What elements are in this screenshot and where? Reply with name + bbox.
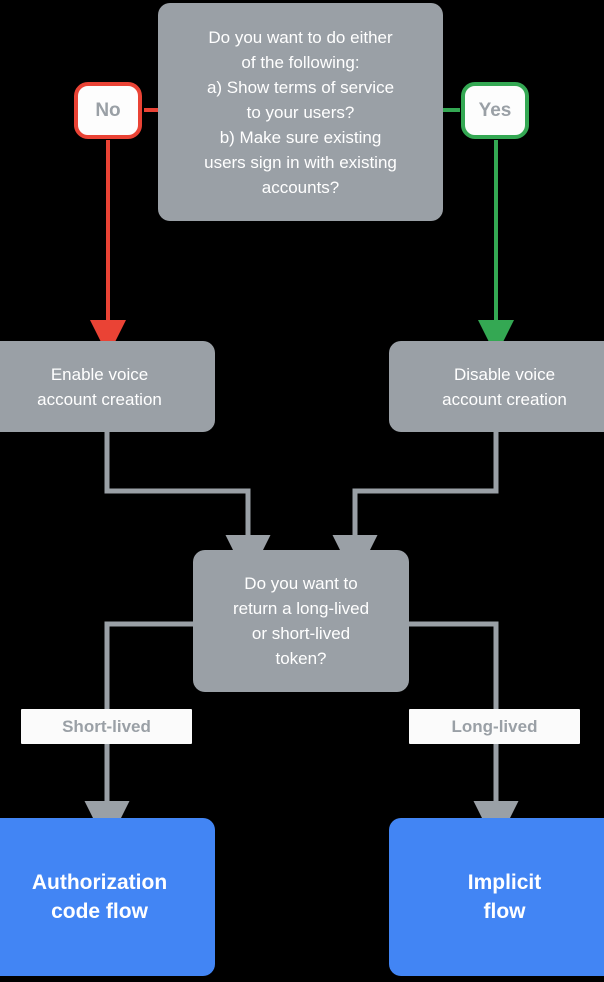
edge-label-short-lived-text: Short-lived <box>62 716 151 736</box>
decision-tos-line-5: b) Make sure existing <box>219 127 382 147</box>
connector-disable-to-token <box>332 432 499 580</box>
edge-label-long-lived: Long-lived <box>409 709 580 744</box>
decision-tos-line-7: accounts? <box>261 177 340 197</box>
terminal-implicit-line-2: flow <box>483 900 526 923</box>
action-enable-line-1: Enable voice <box>50 364 149 384</box>
terminal-auth-code-line-1: Authorization <box>31 871 168 894</box>
terminal-implicit-flow-box[interactable]: Implicit flow <box>389 818 604 976</box>
decision-token-line-4: token? <box>275 649 327 668</box>
action-disable-line-2: account creation <box>442 389 567 409</box>
connector-enable-to-token <box>104 432 271 580</box>
decision-tos-line-2: of the following: <box>241 52 360 72</box>
decision-token-line-1: Do you want to <box>244 574 358 593</box>
decision-token-line-3: or short-lived <box>251 624 351 643</box>
badge-yes-label: Yes <box>478 99 512 121</box>
decision-terms-of-service-box[interactable]: Do you want to do either of the followin… <box>158 3 443 221</box>
decision-tos-line-4: to your users? <box>246 102 355 122</box>
badge-no-label: No <box>95 99 121 121</box>
decision-token-line-2: return a long-lived <box>232 599 370 618</box>
decision-tos-line-3: a) Show terms of service <box>206 77 395 97</box>
badge-no[interactable]: No <box>74 82 142 139</box>
action-disable-voice-account-creation-box[interactable]: Disable voice account creation <box>389 341 604 432</box>
action-enable-line-2: account creation <box>37 389 162 409</box>
terminal-authorization-code-flow-box[interactable]: Authorization code flow <box>0 818 215 976</box>
action-enable-voice-account-creation-box[interactable]: Enable voice account creation <box>0 341 215 432</box>
badge-yes[interactable]: Yes <box>461 82 529 139</box>
decision-tos-line-1: Do you want to do either <box>208 27 393 47</box>
action-disable-line-1: Disable voice <box>453 364 556 384</box>
decision-tos-line-6: users sign in with existing <box>204 152 397 172</box>
terminal-auth-code-line-2: code flow <box>51 900 148 923</box>
edge-label-long-lived-text: Long-lived <box>451 716 538 736</box>
terminal-implicit-line-1: Implicit <box>467 871 542 894</box>
edge-label-short-lived: Short-lived <box>21 709 192 744</box>
decision-token-lifetime-box[interactable]: Do you want to return a long-lived or sh… <box>193 550 409 692</box>
